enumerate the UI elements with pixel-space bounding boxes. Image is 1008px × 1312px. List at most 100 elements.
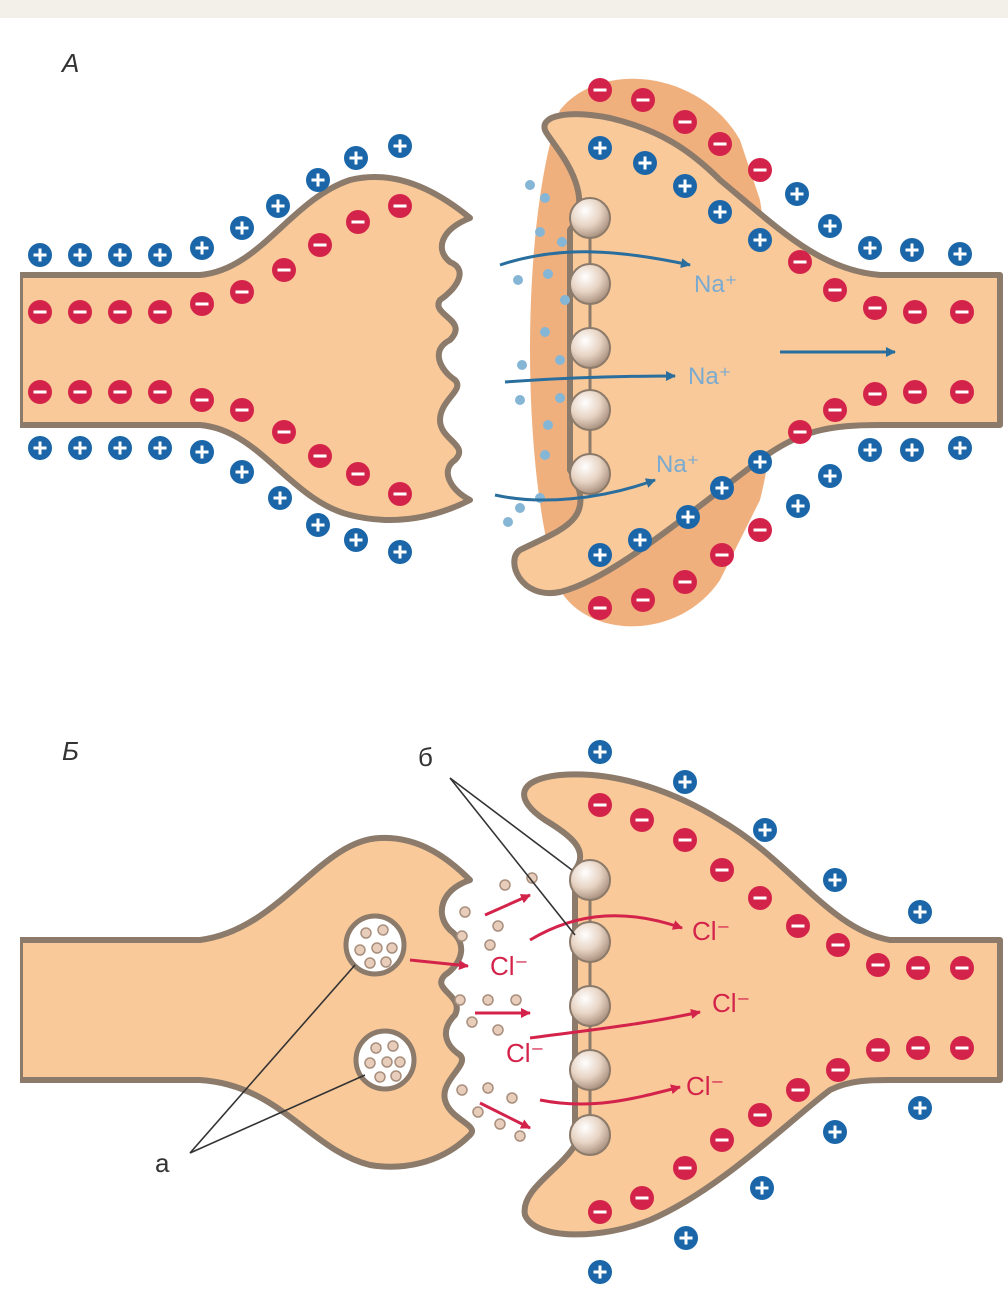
negative-charge-icon bbox=[710, 858, 734, 882]
transmitter-molecule bbox=[365, 958, 375, 968]
negative-charge-icon bbox=[388, 194, 412, 218]
panel-a-label: А bbox=[60, 48, 79, 78]
negative-charge-icon bbox=[68, 300, 92, 324]
transmitter-molecule bbox=[493, 1025, 503, 1035]
transmitter-molecule bbox=[460, 907, 470, 917]
transmitter-molecule bbox=[500, 880, 510, 890]
negative-charge-icon bbox=[826, 1058, 850, 1082]
negative-charge-icon bbox=[673, 1156, 697, 1180]
transmitter-molecule bbox=[361, 928, 371, 938]
label-a: а bbox=[155, 1148, 170, 1178]
negative-charge-icon bbox=[748, 158, 772, 182]
positive-charge-icon bbox=[710, 476, 734, 500]
negative-charge-icon bbox=[710, 1128, 734, 1152]
positive-charge-icon bbox=[306, 168, 330, 192]
transmitter-molecule bbox=[557, 237, 567, 247]
label-b: б bbox=[418, 742, 433, 772]
transmitter-molecule bbox=[455, 995, 465, 1005]
positive-charge-icon bbox=[708, 200, 732, 224]
negative-charge-icon bbox=[190, 388, 214, 412]
receptor-icon bbox=[570, 390, 610, 430]
positive-charge-icon bbox=[148, 243, 172, 267]
positive-charge-icon bbox=[108, 436, 132, 460]
positive-charge-icon bbox=[148, 436, 172, 460]
negative-charge-icon bbox=[346, 462, 370, 486]
negative-charge-icon bbox=[148, 300, 172, 324]
negative-charge-icon bbox=[230, 398, 254, 422]
transmitter-molecule bbox=[540, 450, 550, 460]
transmitter-molecule bbox=[515, 395, 525, 405]
negative-charge-icon bbox=[786, 1078, 810, 1102]
negative-charge-icon bbox=[28, 300, 52, 324]
cl-ion-label-3: Cl⁻ bbox=[712, 988, 750, 1018]
positive-charge-icon bbox=[753, 818, 777, 842]
transmitter-molecule bbox=[395, 1057, 405, 1067]
positive-charge-icon bbox=[908, 900, 932, 924]
na-ion-label-1: Na⁺ bbox=[694, 271, 737, 298]
negative-charge-icon bbox=[823, 278, 847, 302]
negative-charge-icon bbox=[950, 380, 974, 404]
negative-charge-icon bbox=[903, 380, 927, 404]
receptor-icon bbox=[570, 860, 610, 900]
positive-charge-icon bbox=[28, 243, 52, 267]
positive-charge-icon bbox=[344, 528, 368, 552]
cl-ion-label-5: Cl⁻ bbox=[686, 1071, 724, 1101]
negative-charge-icon bbox=[630, 808, 654, 832]
transmitter-molecule bbox=[493, 921, 503, 931]
transmitter-molecule bbox=[375, 1072, 385, 1082]
negative-charge-icon bbox=[906, 1036, 930, 1060]
positive-charge-icon bbox=[908, 1096, 932, 1120]
negative-charge-icon bbox=[630, 1186, 654, 1210]
negative-charge-icon bbox=[588, 793, 612, 817]
positive-charge-icon bbox=[818, 214, 842, 238]
positive-charge-icon bbox=[900, 438, 924, 462]
transmitter-molecule bbox=[457, 1085, 467, 1095]
positive-charge-icon bbox=[673, 174, 697, 198]
transmitter-molecule bbox=[381, 957, 391, 967]
transmitter-molecule bbox=[483, 1083, 493, 1093]
receptor-icon bbox=[570, 264, 610, 304]
negative-charge-icon bbox=[863, 382, 887, 406]
transmitter-molecule bbox=[382, 1057, 392, 1067]
diagram-frame bbox=[0, 18, 1008, 1312]
negative-charge-icon bbox=[786, 914, 810, 938]
page-background bbox=[0, 0, 1008, 18]
negative-charge-icon bbox=[108, 380, 132, 404]
positive-charge-icon bbox=[588, 740, 612, 764]
positive-charge-icon bbox=[676, 505, 700, 529]
negative-charge-icon bbox=[308, 444, 332, 468]
transmitter-molecule bbox=[483, 995, 493, 1005]
positive-charge-icon bbox=[900, 238, 924, 262]
negative-charge-icon bbox=[588, 1200, 612, 1224]
transmitter-molecule bbox=[473, 1107, 483, 1117]
negative-charge-icon bbox=[631, 88, 655, 112]
transmitter-molecule bbox=[511, 995, 521, 1005]
positive-charge-icon bbox=[673, 770, 697, 794]
transmitter-molecule bbox=[355, 945, 365, 955]
negative-charge-icon bbox=[673, 828, 697, 852]
positive-charge-icon bbox=[748, 450, 772, 474]
negative-charge-icon bbox=[710, 543, 734, 567]
negative-charge-icon bbox=[826, 933, 850, 957]
positive-charge-icon bbox=[823, 1120, 847, 1144]
transmitter-molecule bbox=[457, 931, 467, 941]
negative-charge-icon bbox=[190, 292, 214, 316]
negative-charge-icon bbox=[673, 110, 697, 134]
positive-charge-icon bbox=[68, 243, 92, 267]
receptor-icon bbox=[570, 1050, 610, 1090]
positive-charge-icon bbox=[230, 216, 254, 240]
positive-charge-icon bbox=[858, 438, 882, 462]
negative-charge-icon bbox=[950, 300, 974, 324]
panel-b-label: Б bbox=[62, 736, 79, 766]
cl-ion-label-1: Cl⁻ bbox=[692, 916, 730, 946]
transmitter-molecule bbox=[387, 943, 397, 953]
negative-charge-icon bbox=[308, 233, 332, 257]
positive-charge-icon bbox=[344, 146, 368, 170]
negative-charge-icon bbox=[788, 420, 812, 444]
negative-charge-icon bbox=[28, 380, 52, 404]
transmitter-molecule bbox=[560, 295, 570, 305]
positive-charge-icon bbox=[628, 528, 652, 552]
transmitter-molecule bbox=[517, 360, 527, 370]
transmitter-molecule bbox=[555, 393, 565, 403]
